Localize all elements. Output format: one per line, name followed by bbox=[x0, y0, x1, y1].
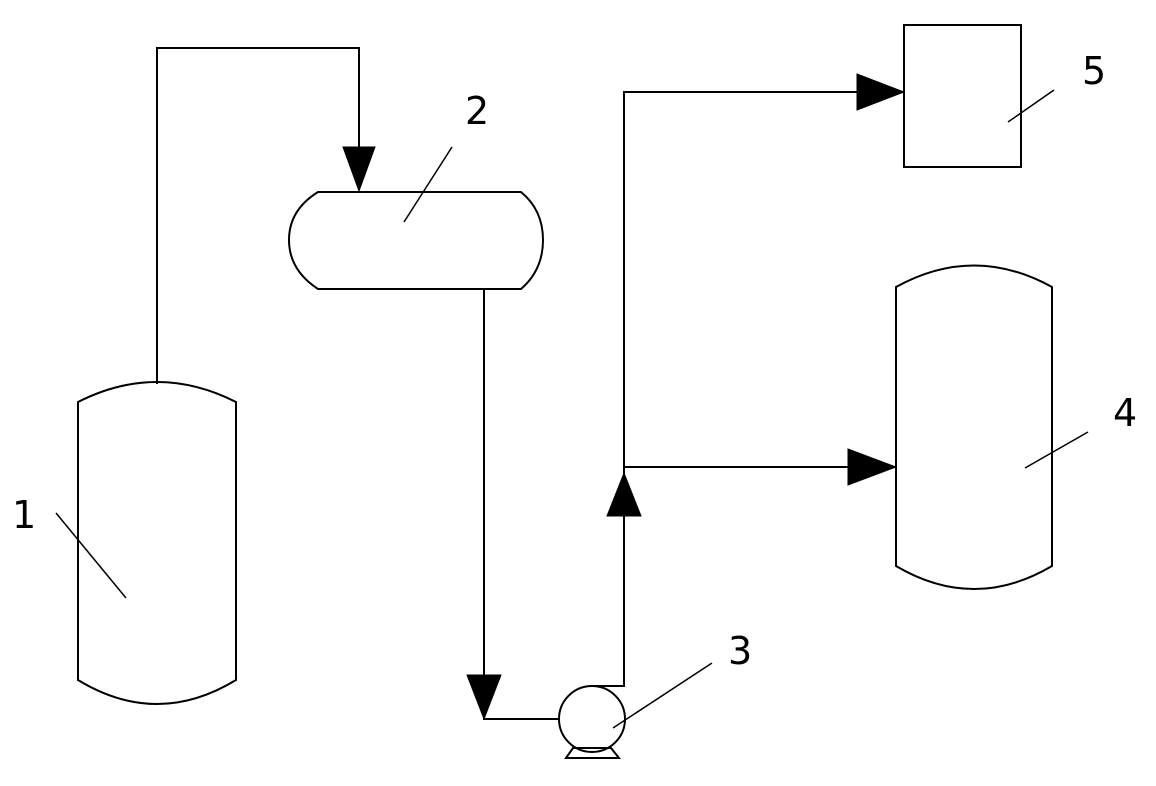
arrow-into-box-5 bbox=[856, 73, 906, 111]
label-5: 5 bbox=[1082, 49, 1106, 93]
leader-line-1 bbox=[55, 512, 127, 599]
label-4: 4 bbox=[1113, 391, 1137, 435]
leader-line-5 bbox=[1007, 89, 1055, 123]
label-3: 3 bbox=[728, 629, 752, 673]
vessel-2 bbox=[287, 191, 545, 290]
vessel-1 bbox=[77, 381, 237, 705]
label-2: 2 bbox=[465, 89, 489, 133]
pump-base bbox=[564, 747, 622, 759]
label-1: 1 bbox=[12, 493, 36, 537]
vessel-4 bbox=[895, 264, 1053, 590]
arrow-into-vessel-4 bbox=[847, 448, 898, 486]
leader-line-4 bbox=[1024, 431, 1089, 469]
arrow-into-vessel-2 bbox=[342, 146, 376, 193]
box-5 bbox=[903, 24, 1022, 168]
leader-line-2 bbox=[403, 146, 453, 223]
pipe-1-to-2 bbox=[156, 47, 360, 384]
pipe-pump-up bbox=[592, 91, 870, 687]
pump-3 bbox=[558, 685, 626, 753]
arrow-down-to-pump bbox=[466, 674, 502, 721]
leader-line-3 bbox=[612, 662, 713, 729]
arrow-up-from-pump bbox=[606, 471, 642, 517]
pipe-2-to-pump bbox=[483, 289, 560, 720]
